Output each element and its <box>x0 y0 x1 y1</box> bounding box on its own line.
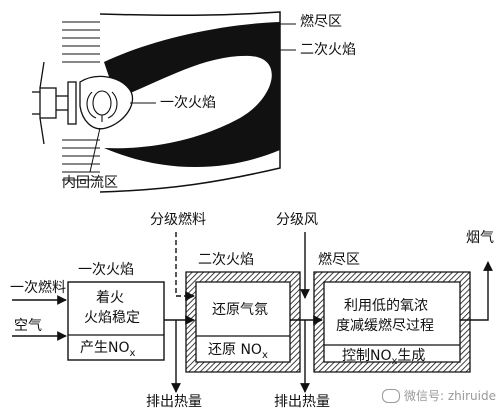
slow-burnout-text: 度减缓燃尽过程 <box>336 318 434 334</box>
primary-flame-region <box>79 75 134 130</box>
reduce-nox-main: 还原 NO <box>208 342 262 358</box>
reducing-atmosphere-text: 还原气氛 <box>212 302 268 318</box>
staged-air-label: 分级风 <box>276 212 318 228</box>
inlet-air-lines-lower <box>62 139 100 181</box>
staged-fuel-label: 分级燃料 <box>150 212 206 228</box>
heat-out-label-1: 排出热量 <box>146 394 202 410</box>
secondary-flame-zone-title: 二次火焰 <box>198 252 254 268</box>
control-nox-main: 控制NO <box>342 348 392 364</box>
primary-flame-zone-title: 一次火焰 <box>78 262 134 278</box>
inlet-air-lines-upper <box>62 21 100 63</box>
inner-recirculation-label: 内回流区 <box>62 175 118 191</box>
primary-fuel-label: 一次燃料 <box>10 280 66 296</box>
control-nox-text: 控制NOx生成 <box>342 348 425 370</box>
burner-body <box>32 61 77 145</box>
flame-stable-text: 火焰稳定 <box>84 310 140 326</box>
secondary-zone-box <box>185 271 301 373</box>
burnout-zone-box <box>313 271 471 373</box>
flue-gas-label: 烟气 <box>466 230 494 246</box>
burnout-zone-title: 燃尽区 <box>318 252 360 268</box>
produce-nox-sub: x <box>129 347 136 359</box>
primary-flame-label: 一次火焰 <box>160 95 216 111</box>
secondary-flame-label: 二次火焰 <box>300 42 356 58</box>
air-label: 空气 <box>14 318 42 334</box>
inner-recirculation-swirl <box>86 90 118 122</box>
watermark: 微信号: zhiruide <box>382 387 496 404</box>
ignition-text: 着火 <box>96 290 124 306</box>
burnout-zone-label: 燃尽区 <box>300 14 342 30</box>
low-oxygen-text: 利用低的氧浓 <box>344 298 428 314</box>
control-nox-post: 生成 <box>397 348 426 364</box>
secondary-flame-region <box>104 22 280 168</box>
process-section <box>12 232 493 393</box>
heat-out-label-2: 排出热量 <box>274 394 330 410</box>
reduce-nox-sub: x <box>261 349 268 361</box>
flow-arrows <box>12 232 493 393</box>
reduce-nox-text: 还原 NOx <box>208 342 268 364</box>
leader-lines <box>89 23 296 173</box>
watermark-text: 微信号: zhiruide <box>404 389 496 403</box>
primary-zone-box <box>67 281 165 361</box>
wechat-icon <box>382 388 401 403</box>
produce-nox-text: 产生NOx <box>80 340 135 362</box>
produce-nox-main: 产生NO <box>80 340 130 356</box>
control-nox-sub: x <box>391 355 398 367</box>
furnace-section <box>32 11 296 193</box>
